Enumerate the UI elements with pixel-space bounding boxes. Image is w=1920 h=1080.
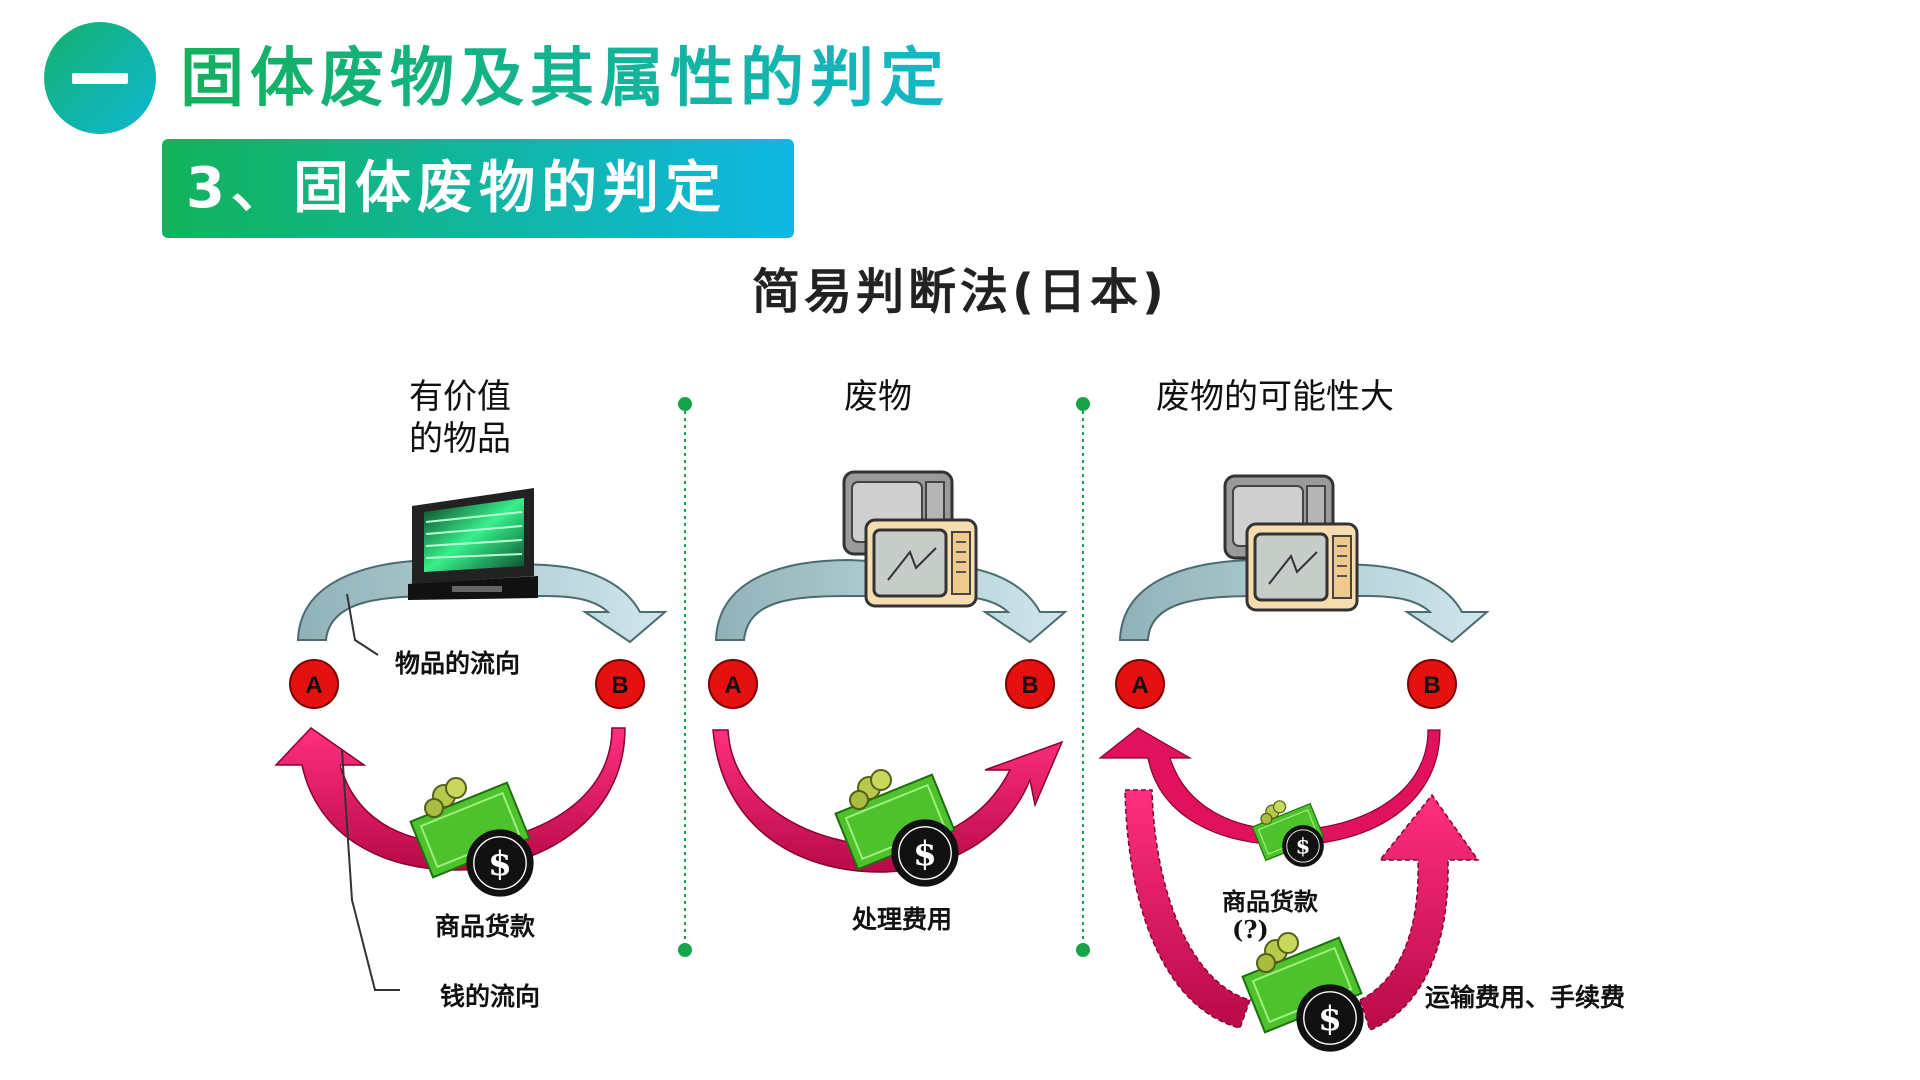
node-a: A (289, 659, 339, 709)
node-b-label: B (611, 672, 628, 699)
goods-flow-arrow (714, 558, 1068, 644)
money-flow-arrow (1098, 727, 1441, 846)
node-b-label: B (1021, 672, 1038, 699)
goods-flow-arrow (1118, 558, 1490, 644)
subtitle: 3、固体废物的判定 (186, 156, 727, 221)
money-flow-leader (341, 749, 400, 991)
section-number-badge (44, 22, 156, 134)
node-b: B (1005, 659, 1055, 709)
panel-valuable-goods: 有价值 的物品 物品的流向 A B (274, 377, 668, 1011)
section-number-dash (72, 73, 128, 84)
panel3-money-label-line2: (?) (1232, 915, 1269, 944)
panel-waste: 废物 A B 处理费用 (708, 377, 1068, 934)
node-b: B (595, 659, 645, 709)
dollar-coin-icon (470, 833, 530, 893)
dollar-coin-icon (1300, 988, 1360, 1048)
node-a: A (708, 659, 758, 709)
dollar-coin-icon (895, 823, 955, 883)
cost-label: 运输费用、手续费 (1425, 983, 1625, 1012)
node-b: B (1407, 659, 1457, 709)
node-a-label: A (724, 672, 741, 699)
panel3-heading: 废物的可能性大 (1156, 377, 1394, 417)
money-flow-arrow (712, 729, 1064, 873)
node-b-label: B (1423, 672, 1440, 699)
divider-2 (1076, 397, 1090, 957)
diagram-title: 简易判断法(日本) (752, 264, 1168, 320)
panel3-money-label-line1: 商品货款 (1222, 887, 1319, 916)
cost-flow-arrow (1124, 789, 1251, 1029)
panel2-money-label: 处理费用 (851, 905, 952, 934)
goods-flow-arrow (296, 558, 668, 644)
dollar-coin-icon (1282, 825, 1324, 867)
panel1-heading-line2: 的物品 (409, 419, 511, 459)
goods-flow-label: 物品的流向 (395, 649, 520, 678)
money-flow-label: 钱的流向 (440, 982, 540, 1011)
panel1-money-label: 商品货款 (435, 912, 536, 941)
node-a: A (1115, 659, 1165, 709)
cost-flow-arrow (1359, 793, 1480, 1031)
panel2-heading: 废物 (844, 377, 912, 417)
panel1-heading-line1: 有价值 (409, 377, 511, 417)
goods-flow-leader (346, 593, 379, 656)
page-title: 固体废物及其属性的判定 (180, 34, 950, 124)
subtitle-bar (162, 139, 794, 238)
node-a-label: A (305, 672, 322, 699)
node-a-label: A (1131, 672, 1148, 699)
monitor-icon (408, 488, 538, 600)
panel-likely-waste: 废物的可能性大 A B 商品货款 (?) 运输费用、手续费 (1098, 377, 1625, 1048)
divider-1 (678, 397, 692, 957)
